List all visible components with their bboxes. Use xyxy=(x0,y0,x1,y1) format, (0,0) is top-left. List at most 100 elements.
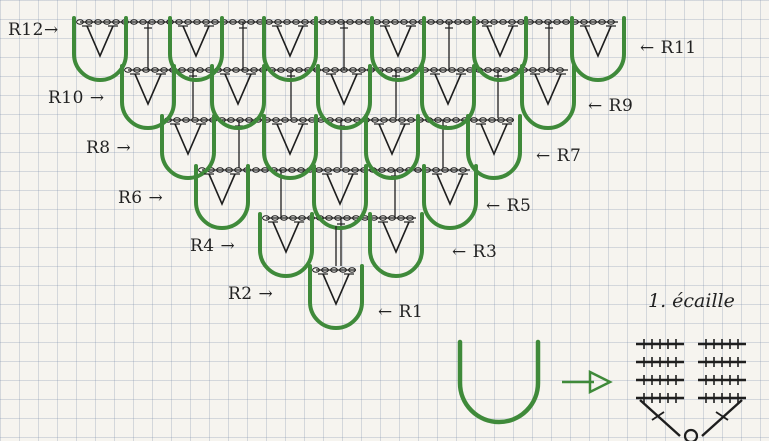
chain-stitch xyxy=(193,19,201,25)
v-stitch xyxy=(326,173,354,207)
chain-stitch xyxy=(481,19,489,25)
chain-stitch xyxy=(607,19,615,25)
scale-outline xyxy=(72,16,128,82)
legend-cross-tick xyxy=(651,411,665,421)
legend-scale xyxy=(457,339,541,425)
chain-stitch xyxy=(274,19,282,25)
chain-stitch xyxy=(430,67,438,73)
chain-stitch xyxy=(286,67,294,73)
chain-stitch xyxy=(184,19,192,25)
v-stitch xyxy=(584,25,612,59)
scale-outline xyxy=(420,64,476,130)
chain-stitch xyxy=(182,117,190,123)
chain-stitch xyxy=(288,167,296,173)
chain-stitch xyxy=(319,19,327,25)
chain-stitch xyxy=(406,215,414,221)
scale-outline xyxy=(262,114,318,180)
v-stitch xyxy=(378,123,406,157)
chain-stitch xyxy=(279,167,287,173)
chain-stitch xyxy=(499,19,507,25)
chain-stitch xyxy=(342,167,350,173)
chain-stitch xyxy=(250,67,258,73)
chain-stitch xyxy=(396,167,404,173)
scale-outline xyxy=(364,114,420,180)
chain-stitch xyxy=(371,117,379,123)
chain-stitch xyxy=(236,117,244,123)
v-stitch xyxy=(86,25,114,59)
chain-stitch xyxy=(508,19,516,25)
chain-stitch xyxy=(562,19,570,25)
chain-stitch xyxy=(452,117,460,123)
chain-stitch xyxy=(94,19,102,25)
chain-stitch xyxy=(333,167,341,173)
chain-stitch xyxy=(272,117,280,123)
v-stitch xyxy=(434,73,462,107)
chain-stitch xyxy=(436,19,444,25)
chain-stitch xyxy=(103,19,111,25)
chain-stitch xyxy=(544,19,552,25)
chain-stitch xyxy=(407,117,415,123)
scale-outline xyxy=(570,16,626,82)
chain-stitch xyxy=(301,19,309,25)
chain-stitch xyxy=(331,67,339,73)
chain-stitch xyxy=(450,167,458,173)
label-row-2: R2 → xyxy=(228,284,274,304)
scale-outline xyxy=(472,16,528,82)
label-row-12: R12→ xyxy=(8,20,59,40)
label-row-3: ← R3 xyxy=(452,242,498,262)
scale-outline xyxy=(368,212,424,278)
chain-stitch xyxy=(343,215,351,221)
chain-stitch xyxy=(427,19,435,25)
chain-stitch xyxy=(325,215,333,221)
scale-outline xyxy=(258,212,314,278)
chain-stitch xyxy=(535,19,543,25)
label-row-11: ← R11 xyxy=(640,38,697,58)
chain-stitch xyxy=(232,67,240,73)
chain-stitch xyxy=(439,67,447,73)
chain-stitch xyxy=(142,67,150,73)
chain-stitch xyxy=(157,19,165,25)
chain-stitch xyxy=(351,167,359,173)
chain-stitch xyxy=(85,19,93,25)
chain-stitch xyxy=(348,267,356,273)
chain-stitch xyxy=(358,67,366,73)
label-row-10: R10 → xyxy=(48,88,105,108)
label-row-6: R6 → xyxy=(118,188,164,208)
chain-stitch xyxy=(378,167,386,173)
label-row-4: R4 → xyxy=(190,236,236,256)
legend-base-ring xyxy=(683,428,699,441)
scale-outline xyxy=(316,64,372,130)
chain-stitch xyxy=(506,117,514,123)
chain-stitch xyxy=(493,67,501,73)
scale-outline xyxy=(168,16,224,82)
scale-outline xyxy=(520,64,576,130)
chain-stitch xyxy=(355,19,363,25)
chain-stitch xyxy=(454,19,462,25)
chain-stitch xyxy=(299,117,307,123)
legend-cross-stitch xyxy=(701,399,743,437)
chain-stitch xyxy=(414,167,422,173)
chain-stitch xyxy=(502,67,510,73)
chain-stitch xyxy=(335,117,343,123)
chain-stitch xyxy=(490,19,498,25)
v-stitch xyxy=(208,173,236,207)
label-row-1: ← R1 xyxy=(378,302,424,322)
chain-stitch xyxy=(295,67,303,73)
label-row-8: R8 → xyxy=(86,138,132,158)
chain-stitch xyxy=(379,215,387,221)
chain-stitch xyxy=(497,117,505,123)
chain-stitch xyxy=(344,117,352,123)
chain-stitch xyxy=(202,19,210,25)
chain-stitch xyxy=(133,67,141,73)
v-stitch xyxy=(174,123,202,157)
v-stitch xyxy=(276,123,304,157)
chain-stitch xyxy=(112,19,120,25)
chain-stitch xyxy=(457,67,465,73)
chain-stitch xyxy=(271,215,279,221)
chain-stitch xyxy=(223,67,231,73)
chain-stitch xyxy=(598,19,606,25)
chain-stitch xyxy=(409,19,417,25)
chain-stitch xyxy=(330,267,338,273)
chain-stitch xyxy=(297,167,305,173)
